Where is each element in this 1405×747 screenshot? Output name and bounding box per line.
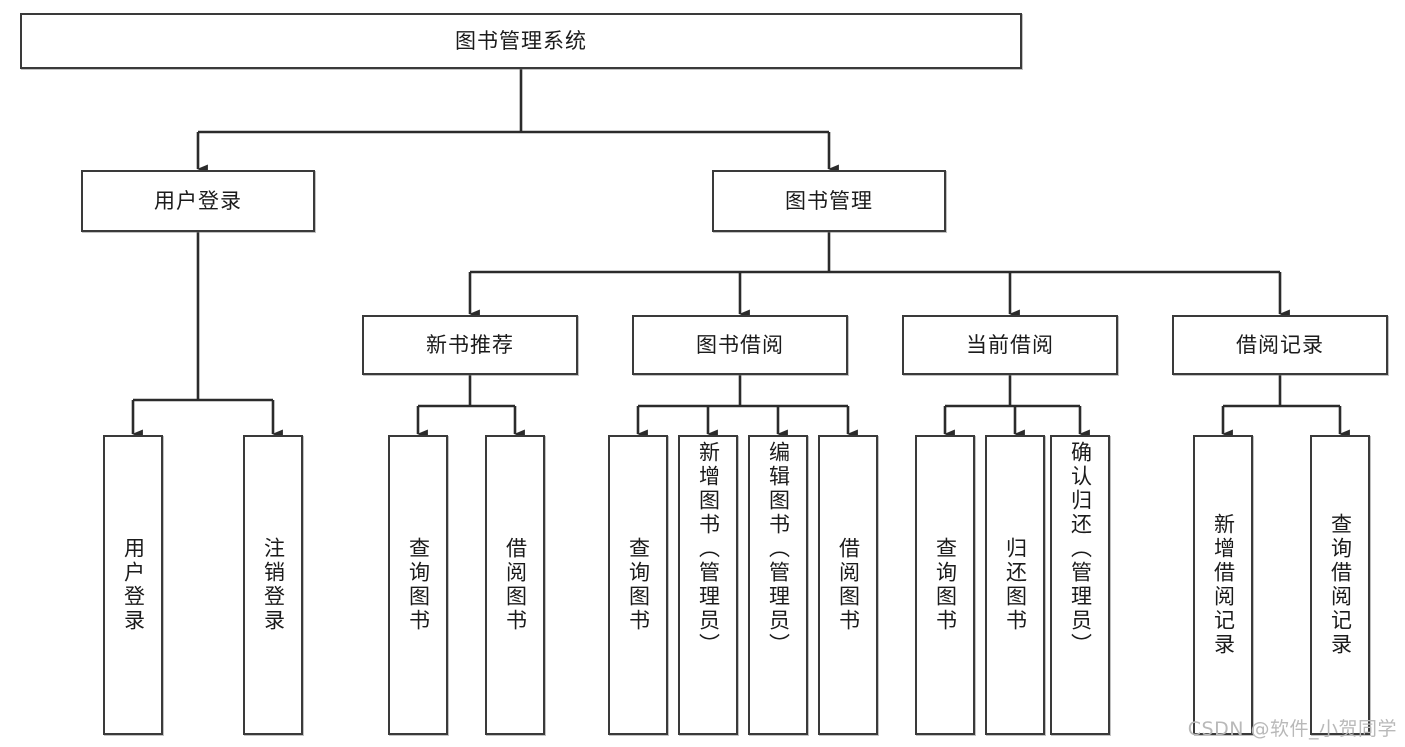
node-leaf-confirm-return[interactable]: 确认归还（管理员）: [1050, 435, 1110, 735]
node-label: 图书管理系统: [455, 28, 587, 53]
node-label: 借阅记录: [1236, 332, 1324, 357]
node-label: 图书管理: [785, 188, 873, 213]
node-root[interactable]: 图书管理系统: [20, 13, 1022, 69]
node-leaf-add-book[interactable]: 新增图书（管理员）: [678, 435, 738, 735]
node-leaf-add-record[interactable]: 新增借阅记录: [1193, 435, 1253, 735]
node-label: 当前借阅: [966, 332, 1054, 357]
node-label: 借阅图书: [836, 537, 861, 633]
csdn-watermark: CSDN @软件_小贺同学: [1187, 718, 1397, 740]
node-leaf-query-book-2[interactable]: 查询图书: [608, 435, 668, 735]
node-label: 查询图书: [933, 537, 958, 633]
node-label: 查询借阅记录: [1328, 513, 1353, 657]
node-leaf-borrow-book-2[interactable]: 借阅图书: [818, 435, 878, 735]
node-leaf-borrow-book-1[interactable]: 借阅图书: [485, 435, 545, 735]
node-label: 用户登录: [121, 537, 146, 633]
node-leaf-edit-book[interactable]: 编辑图书（管理员）: [748, 435, 808, 735]
node-current-borrow[interactable]: 当前借阅: [902, 315, 1118, 375]
node-label: 注销登录: [261, 537, 286, 633]
node-leaf-user-login[interactable]: 用户登录: [103, 435, 163, 735]
node-label: 查询图书: [406, 537, 431, 633]
node-label: 新增借阅记录: [1211, 513, 1236, 657]
node-label: 新书推荐: [426, 332, 514, 357]
node-leaf-query-book-1[interactable]: 查询图书: [388, 435, 448, 735]
node-leaf-query-record[interactable]: 查询借阅记录: [1310, 435, 1370, 735]
node-label: 归还图书: [1003, 537, 1028, 633]
node-new-book-recommend[interactable]: 新书推荐: [362, 315, 578, 375]
node-leaf-query-book-3[interactable]: 查询图书: [915, 435, 975, 735]
node-label: 新增图书（管理员）: [696, 441, 721, 657]
node-book-manage[interactable]: 图书管理: [712, 170, 946, 232]
node-label: 确认归还（管理员）: [1068, 441, 1093, 657]
node-label: 查询图书: [626, 537, 651, 633]
node-label: 用户登录: [154, 188, 242, 213]
node-label: 编辑图书（管理员）: [766, 441, 791, 657]
node-label: 图书借阅: [696, 332, 784, 357]
node-borrow-record[interactable]: 借阅记录: [1172, 315, 1388, 375]
node-label: 借阅图书: [503, 537, 528, 633]
node-book-borrow[interactable]: 图书借阅: [632, 315, 848, 375]
node-user-login[interactable]: 用户登录: [81, 170, 315, 232]
node-leaf-user-logout[interactable]: 注销登录: [243, 435, 303, 735]
node-leaf-return-book[interactable]: 归还图书: [985, 435, 1045, 735]
